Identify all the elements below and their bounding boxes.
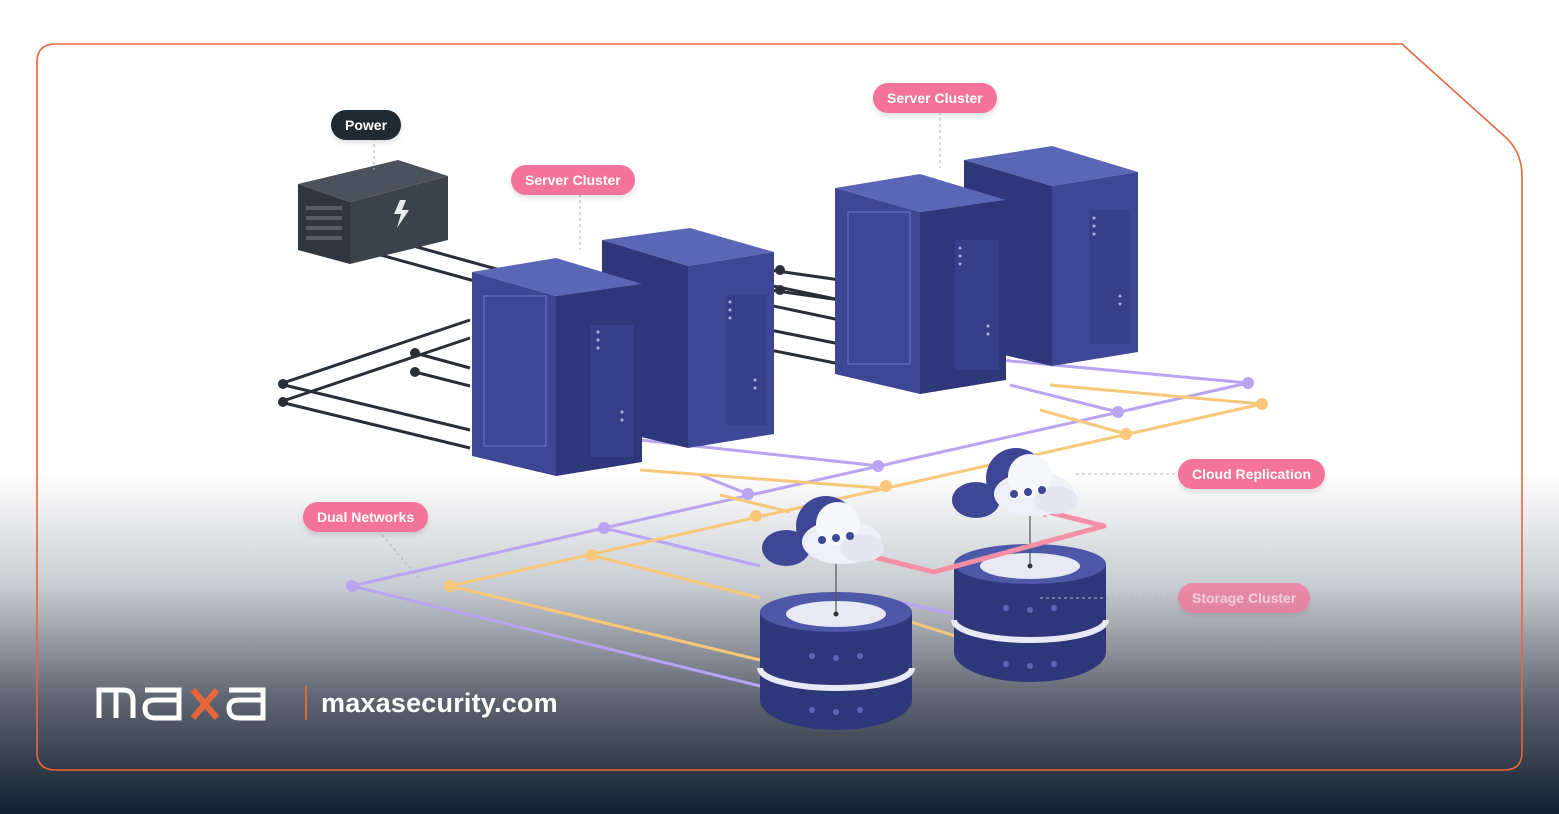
cloud-left-icon	[762, 496, 884, 566]
network-purple-lines	[351, 358, 1249, 688]
label-server-cluster-right: Server Cluster	[873, 83, 997, 113]
network-yellow-nodes	[444, 398, 1268, 592]
network-purple-nodes	[346, 377, 1254, 592]
brand-footer: maxasecurity.com	[95, 684, 558, 722]
server-right-front	[835, 174, 1006, 394]
brand-url[interactable]: maxasecurity.com	[321, 687, 558, 718]
brand-divider	[305, 686, 307, 720]
storage-left	[757, 592, 915, 730]
server-indicator-dots	[596, 216, 1122, 422]
lightning-icon	[394, 200, 409, 228]
vent-left	[306, 206, 342, 240]
cloud-right-icon	[952, 448, 1078, 518]
replication-arrow	[853, 507, 1107, 575]
label-dual-networks: Dual Networks	[303, 502, 429, 532]
label-power: Power	[331, 110, 402, 140]
maxa-logo	[95, 684, 291, 722]
cloud-storage-connectors	[835, 512, 1031, 614]
server-left-front	[472, 258, 642, 476]
label-storage-cluster: Storage Cluster	[1178, 583, 1311, 613]
frame-outline	[36, 43, 1523, 771]
label-cloud-replication: Cloud Replication	[1178, 459, 1325, 489]
cable-junctions	[278, 265, 785, 407]
power-unit	[298, 160, 448, 264]
label-server-cluster-left: Server Cluster	[511, 165, 635, 195]
label-leader-lines	[373, 112, 1178, 599]
